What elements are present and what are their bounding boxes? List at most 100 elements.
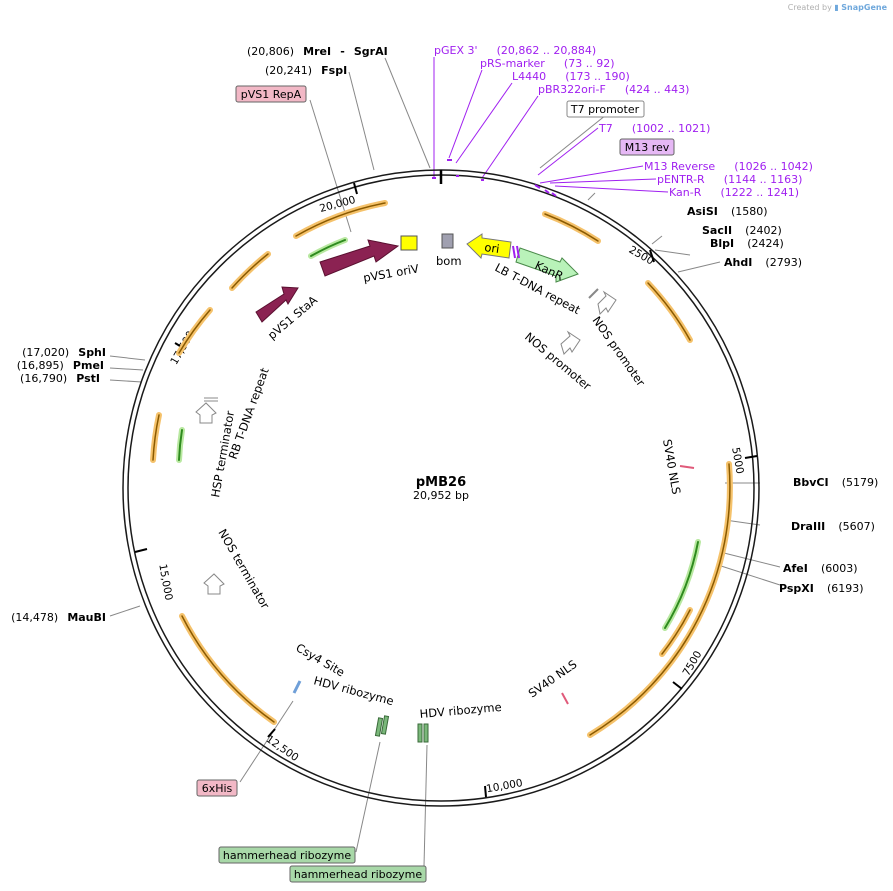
enzyme-fspi: (20,241) FspI — [265, 59, 347, 78]
primer-name: L4440 — [512, 70, 546, 83]
hammerhead-box-2: hammerhead ribozyme — [289, 865, 427, 883]
nos-terminator-arrow — [203, 573, 225, 595]
kanr-arrow — [515, 247, 579, 283]
his6-box: 6xHis — [196, 779, 238, 797]
hdv-ribozyme-marks — [374, 715, 429, 743]
m13-rev-box: M13 rev — [619, 138, 675, 156]
primer-pentr-r: pENTR-R (1144 .. 1163) — [657, 168, 802, 187]
enzyme-pos: (20,241) — [265, 64, 312, 77]
enzyme-name: BbvCI — [793, 476, 829, 489]
primer-kan-r: Kan-R (1222 .. 1241) — [669, 181, 799, 200]
nos-promoter-label-2: NOS promoter — [522, 330, 594, 394]
rb-repeat-mark — [204, 397, 218, 402]
pvs1-repa-box: pVS1 RepA — [235, 85, 307, 103]
hdv-ribozyme-label-1: HDV ribozyme — [312, 673, 395, 708]
enzyme-mrei-sgrai: (20,806) MreI - SgrAI — [247, 40, 388, 59]
primer-t7: T7 (1002 .. 1021) — [598, 117, 710, 136]
lb-repeat-mark — [588, 288, 599, 299]
ori-arrow — [466, 233, 512, 259]
enzyme-pos: (16,790) — [20, 372, 67, 385]
hsp-terminator-arrow — [195, 402, 217, 424]
enzyme-pos: (16,895) — [17, 359, 64, 372]
green-features — [176, 237, 701, 631]
enzyme-pos: (2402) — [745, 224, 782, 237]
snapgene-credit: Created by ▮ SnapGene — [788, 3, 887, 12]
primer-name: Kan-R — [669, 186, 702, 199]
enzyme-psti: (16,790) PstI — [20, 367, 100, 386]
plasmid-length: 20,952 bp — [413, 489, 469, 502]
primer-pbr322ori-f: pBR322ori-F (424 .. 443) — [538, 78, 689, 97]
primer-range: (424 .. 443) — [625, 83, 690, 96]
primer-name: pENTR-R — [657, 173, 705, 186]
sv40-nls-mark-1 — [679, 465, 695, 469]
primer-leaders — [433, 57, 669, 193]
nos-promoter-arrow-2 — [560, 330, 581, 355]
primer-name: pRS-marker — [480, 57, 545, 70]
sv40-nls-label-2: SV40 NLS — [526, 657, 580, 700]
leader-lines — [109, 57, 781, 867]
enzyme-name: PstI — [76, 372, 100, 385]
hdv-ribozyme-label-2: HDV ribozyme — [419, 700, 502, 721]
bom-label: bom — [436, 254, 462, 268]
primer-range: (1222 .. 1241) — [720, 186, 799, 199]
tick-label: 5000 — [729, 446, 745, 474]
enzyme-name: AsiSI — [687, 205, 718, 218]
enzyme-pos: (1580) — [731, 205, 768, 218]
pvs1-repa-label: pVS1 RepA — [241, 88, 302, 101]
enzyme-afei: AfeI (6003) — [783, 557, 858, 576]
hammerhead-label-1: hammerhead ribozyme — [223, 849, 351, 862]
enzyme-pos: (2793) — [765, 256, 802, 269]
primer-l4440: L4440 (173 .. 190) — [512, 65, 630, 84]
enzyme-name: MauBI — [67, 611, 106, 624]
enzyme-pmei: (16,895) PmeI — [17, 354, 104, 373]
enzyme-pos: (20,806) — [247, 45, 294, 58]
ori-label: ori — [484, 240, 501, 256]
snapgene-logo-icon: ▮ — [834, 3, 839, 12]
enzyme-name: AhdI — [724, 256, 752, 269]
nos-promoter-arrow-1 — [597, 290, 617, 316]
enzyme-separator: - — [340, 45, 345, 58]
hammerhead-box-1: hammerhead ribozyme — [218, 846, 356, 864]
pvs1-oriv-marker — [400, 235, 418, 251]
primer-range: (73 .. 92) — [564, 57, 615, 70]
pvs1-staa-label: pVS1 StaA — [265, 293, 320, 342]
primer-prs-marker: pRS-marker (73 .. 92) — [480, 52, 615, 71]
enzyme-name: PmeI — [73, 359, 104, 372]
primer-pgex3: pGEX 3' (20,862 .. 20,884) — [434, 39, 596, 58]
primer-m13-reverse: M13 Reverse (1026 .. 1042) — [644, 155, 813, 174]
hammerhead-label-2: hammerhead ribozyme — [294, 868, 422, 881]
enzyme-sacii: SacII (2402) — [702, 219, 782, 238]
enzyme-pos: (6193) — [827, 582, 864, 595]
orange-features — [150, 200, 733, 738]
primer-range: (1026 .. 1042) — [734, 160, 813, 173]
tick-label: 15,000 — [156, 563, 174, 601]
enzyme-sphi: (17,020) SphI — [22, 341, 106, 360]
primer-marks — [432, 159, 557, 197]
enzyme-maubi: (14,478) MauBI — [11, 606, 106, 625]
primer-range: (20,862 .. 20,884) — [497, 44, 597, 57]
sv40-nls-mark-2 — [561, 692, 569, 705]
primer-range: (173 .. 190) — [565, 70, 630, 83]
lb-primer-marks — [512, 245, 520, 259]
primer-name: pGEX 3' — [434, 44, 478, 57]
primer-name: M13 Reverse — [644, 160, 715, 173]
pvs1-oriv-label: pVS1 oriV — [362, 261, 420, 285]
tick-marks — [134, 182, 758, 798]
tick-label: 12,500 — [264, 733, 301, 764]
enzyme-draiii: DraIII (5607) — [791, 515, 875, 534]
enzyme-pspxi: PspXI (6193) — [779, 577, 864, 596]
primer-name: pBR322ori-F — [538, 83, 606, 96]
enzyme-name: DraIII — [791, 520, 825, 533]
nos-promoter-label-1: NOS promoter — [590, 314, 649, 389]
enzyme-name: SgrAI — [354, 45, 388, 58]
credit-prefix: Created by — [787, 3, 832, 12]
t7-promoter-label: T7 promoter — [570, 103, 640, 116]
enzyme-pos: (5607) — [838, 520, 875, 533]
primer-name: T7 — [598, 122, 613, 135]
enzyme-name: PspXI — [779, 582, 814, 595]
enzyme-name: BlpI — [710, 237, 734, 250]
his6-label: 6xHis — [202, 782, 233, 795]
pvs1-staa-arrow — [255, 286, 299, 323]
nos-terminator-label: NOS terminator — [215, 527, 272, 612]
